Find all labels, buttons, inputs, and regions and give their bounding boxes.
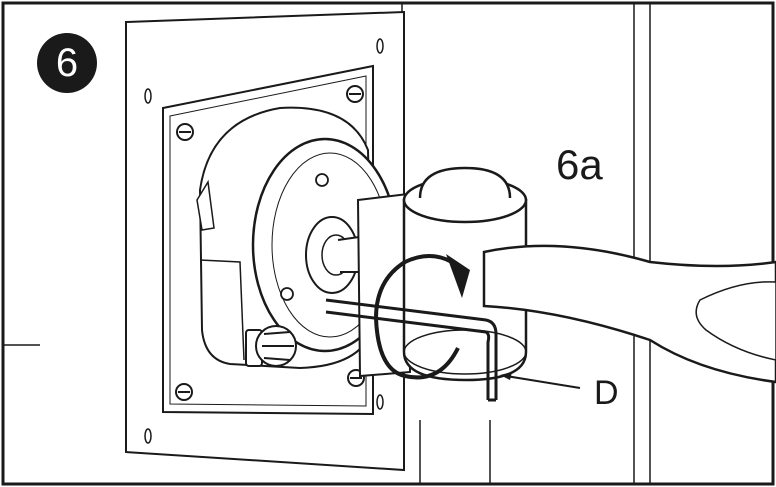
step-number-badge: 6: [37, 33, 97, 93]
step-number: 6: [55, 41, 79, 85]
vesa-screws: [175, 85, 365, 401]
rotation-arrow: [373, 254, 460, 380]
tension-knob: [245, 325, 297, 367]
callout-leader: [505, 375, 581, 389]
allen-wrench: [325, 298, 498, 400]
callout-label: D: [594, 374, 619, 412]
wall-plate-slots: [144, 38, 384, 444]
support-arm: [482, 244, 776, 384]
substep-label: 6a: [556, 141, 603, 188]
